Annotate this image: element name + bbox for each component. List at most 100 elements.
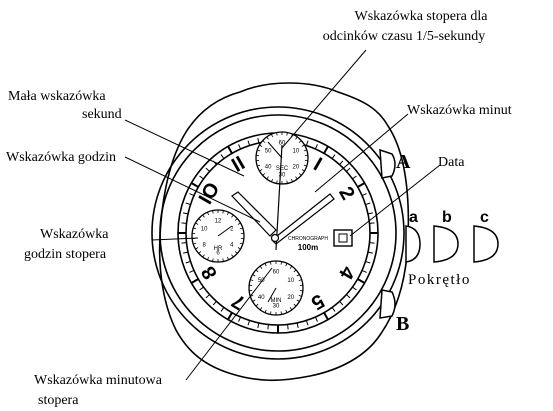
minute-tick	[186, 261, 191, 263]
minute-tick	[213, 301, 216, 305]
subdial-number: 10	[287, 278, 294, 284]
hour-numeral: 5	[307, 289, 328, 314]
hour-numeral: IO	[195, 179, 225, 208]
subdial-number: 20	[287, 295, 294, 301]
label-small-second-line2: sekund	[82, 107, 122, 122]
minute-tick	[297, 323, 298, 328]
minute-tick	[206, 168, 210, 171]
minute-tick	[369, 223, 374, 224]
label-small-second-line1: Mała wskazówka	[8, 89, 106, 104]
minute-tick	[365, 203, 370, 205]
label-chrono-hour-line2: godzin stopera	[24, 247, 107, 262]
minute-tick	[239, 144, 241, 149]
minute-tick	[346, 295, 350, 298]
subdial-number: 50	[265, 149, 272, 155]
minute-tick	[248, 320, 250, 325]
minute-tick	[306, 141, 308, 146]
minute-tick	[315, 144, 317, 149]
minute-tick	[288, 324, 289, 329]
minute-tick	[346, 168, 350, 171]
label-button-a: A	[396, 151, 411, 173]
minute-tick	[332, 155, 335, 159]
minute-tick	[332, 307, 335, 311]
watch-case	[152, 83, 408, 380]
minute-tick	[228, 146, 232, 153]
brand-line2: 100m	[298, 243, 318, 252]
subdial-number: 40	[265, 165, 272, 171]
label-crown-title: Pokrętło	[408, 272, 471, 288]
subdial-bottom-label: MIN	[271, 298, 282, 304]
minute-tick	[258, 323, 259, 328]
label-button-b: B	[396, 313, 409, 335]
minute-tick	[324, 313, 328, 320]
minute-tick	[248, 141, 250, 146]
minute-tick	[221, 155, 224, 159]
minute-tick	[182, 243, 187, 244]
subdial-left-label: HR	[214, 246, 223, 252]
crown-position-c-icon	[474, 226, 498, 262]
subdial-number: 20	[293, 165, 300, 171]
minute-tick	[315, 317, 317, 322]
label-chrono-hour-line1: Wskazówka	[40, 227, 109, 242]
minute-tick	[189, 194, 194, 196]
label-chrono-minute-line1: Wskazówka minutowa	[34, 373, 163, 388]
label-date: Data	[438, 155, 465, 170]
minute-tick	[189, 270, 194, 272]
hour-numeral: 8	[197, 262, 222, 283]
subdial-number: 12	[215, 219, 222, 225]
minute-tick	[369, 243, 374, 244]
label-split-hand-line1: Wskazówka stopera dla	[355, 9, 489, 24]
minute-tick	[268, 324, 269, 329]
minute-tick	[340, 161, 343, 165]
minute-tick	[324, 146, 328, 153]
minute-tick	[258, 138, 259, 143]
minute-tick	[183, 252, 188, 253]
label-crown-c: c	[480, 209, 489, 226]
crown-position-b-icon	[434, 226, 458, 262]
label-hour-hand: Wskazówka godzin	[6, 150, 116, 165]
minute-tick	[228, 313, 232, 320]
subdial-number: 40	[258, 295, 265, 301]
minute-tick	[368, 252, 373, 253]
minute-tick	[352, 176, 356, 179]
minute-tick	[200, 287, 204, 290]
minute-tick	[362, 194, 367, 196]
hour-numeral: I	[310, 154, 326, 176]
hour-numeral: 4	[334, 262, 359, 283]
brand-line1: CHRONOGRAPH	[288, 236, 328, 242]
minute-tick	[182, 223, 187, 224]
label-crown-b: b	[442, 209, 452, 226]
minute-tick	[365, 261, 370, 263]
label-minute-hand: Wskazówka minut	[407, 103, 512, 118]
minute-tick	[340, 301, 343, 305]
minute-tick	[191, 279, 198, 283]
minute-tick	[352, 287, 356, 290]
minute-tick	[362, 270, 367, 272]
minute-tick	[368, 213, 373, 214]
minute-tick	[358, 279, 365, 283]
minute-tick	[200, 176, 204, 179]
hour-numeral: 2	[334, 183, 359, 204]
minute-tick	[306, 320, 308, 325]
minute-tick	[183, 213, 188, 214]
subdial-top-label: SEC	[276, 166, 289, 172]
crown-positions	[434, 226, 498, 262]
minute-tick	[221, 307, 224, 311]
date-window	[334, 230, 352, 246]
minute-tick	[191, 183, 198, 187]
minute-tick	[206, 295, 210, 298]
subdial-number: 60	[273, 270, 280, 276]
minute-tick	[358, 183, 365, 187]
leader-lines	[125, 50, 440, 380]
crown[interactable]	[406, 226, 420, 262]
center-pin	[272, 235, 279, 242]
label-split-hand-line2: odcinków czasu 1/5-sekundy	[323, 29, 486, 44]
label-crown-a: a	[409, 209, 418, 226]
subdial-number: 10	[201, 227, 208, 233]
pusher-a[interactable]	[380, 150, 395, 178]
subdial-number: 30	[273, 304, 280, 310]
subdial-number: 10	[293, 149, 300, 155]
pusher-b[interactable]	[380, 290, 395, 318]
label-chrono-minute-line2: stopera	[38, 393, 79, 408]
